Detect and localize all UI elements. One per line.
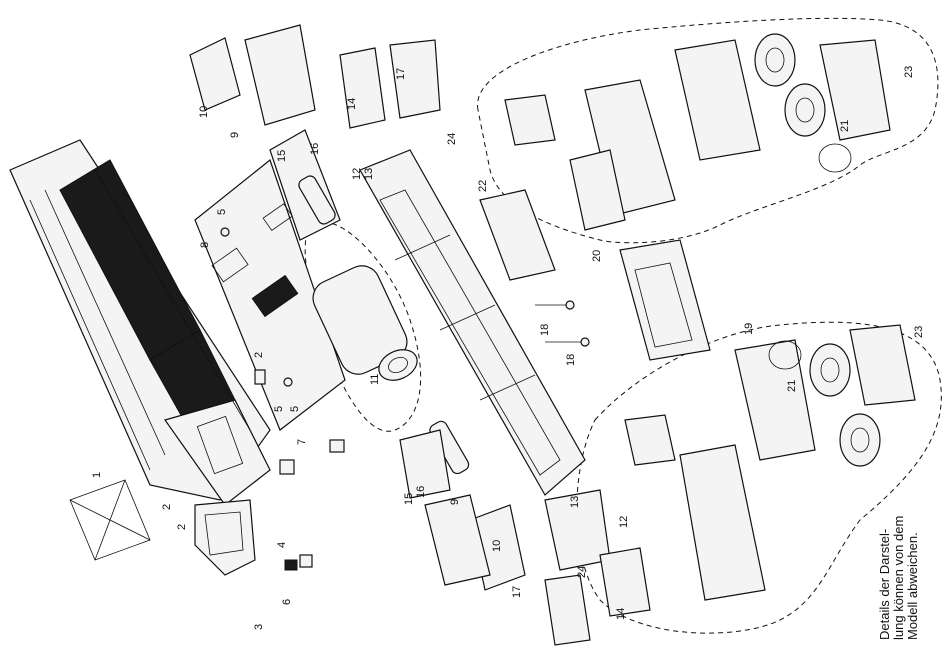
- callout-12: 12: [351, 168, 363, 180]
- callout-16: 16: [415, 486, 427, 498]
- disclaimer-note: Details der Darstel- lung können von dem…: [878, 450, 920, 640]
- callout-17: 17: [511, 586, 523, 598]
- callout-9: 9: [229, 132, 241, 138]
- screws-18: [535, 301, 589, 346]
- callout-19: 19: [743, 323, 755, 335]
- callout-4: 4: [276, 542, 288, 548]
- callout-12: 12: [618, 516, 630, 528]
- callout-13: 13: [363, 168, 375, 180]
- callout-17: 17: [395, 68, 407, 80]
- callout-2: 2: [176, 524, 188, 530]
- callout-10: 10: [491, 540, 503, 552]
- callout-21: 21: [786, 380, 798, 392]
- callout-16: 16: [309, 143, 321, 155]
- gear-parts-lower: [545, 490, 650, 645]
- callout-14: 14: [346, 98, 358, 110]
- bogie-upper: [505, 34, 890, 230]
- callout-9: 9: [449, 499, 461, 505]
- callout-5: 5: [289, 406, 301, 412]
- callout-7: 7: [296, 439, 308, 445]
- callout-22: 22: [477, 180, 489, 192]
- callout-2: 2: [161, 504, 173, 510]
- callout-18: 18: [539, 324, 551, 336]
- weight-22: [480, 190, 555, 280]
- callout-14: 14: [615, 608, 627, 620]
- callout-23: 23: [913, 326, 925, 338]
- callout-11: 11: [369, 374, 381, 385]
- callout-20: 20: [591, 250, 603, 262]
- callout-13: 13: [569, 496, 581, 508]
- cab-hood: [195, 500, 255, 575]
- sideframe-10-lower: [425, 495, 525, 590]
- callout-24: 24: [576, 566, 588, 578]
- bogie-plate: [620, 240, 710, 360]
- callout-1: 1: [91, 472, 103, 478]
- callout-10: 10: [198, 106, 210, 118]
- callout-6: 6: [281, 599, 293, 605]
- callout-21: 21: [839, 120, 851, 132]
- callout-18: 18: [565, 354, 577, 366]
- coupler-part-1: [70, 480, 150, 560]
- gear-parts-upper: [340, 40, 440, 128]
- bogie-lower: [625, 325, 915, 600]
- callout-15: 15: [276, 150, 288, 162]
- callout-24: 24: [446, 133, 458, 145]
- callout-2: 2: [253, 352, 265, 358]
- callout-15: 15: [403, 493, 415, 505]
- callout-5: 5: [216, 209, 228, 215]
- callout-5: 5: [273, 406, 285, 412]
- callout-3: 3: [253, 624, 265, 630]
- callout-8: 8: [199, 242, 211, 248]
- callout-23: 23: [903, 66, 915, 78]
